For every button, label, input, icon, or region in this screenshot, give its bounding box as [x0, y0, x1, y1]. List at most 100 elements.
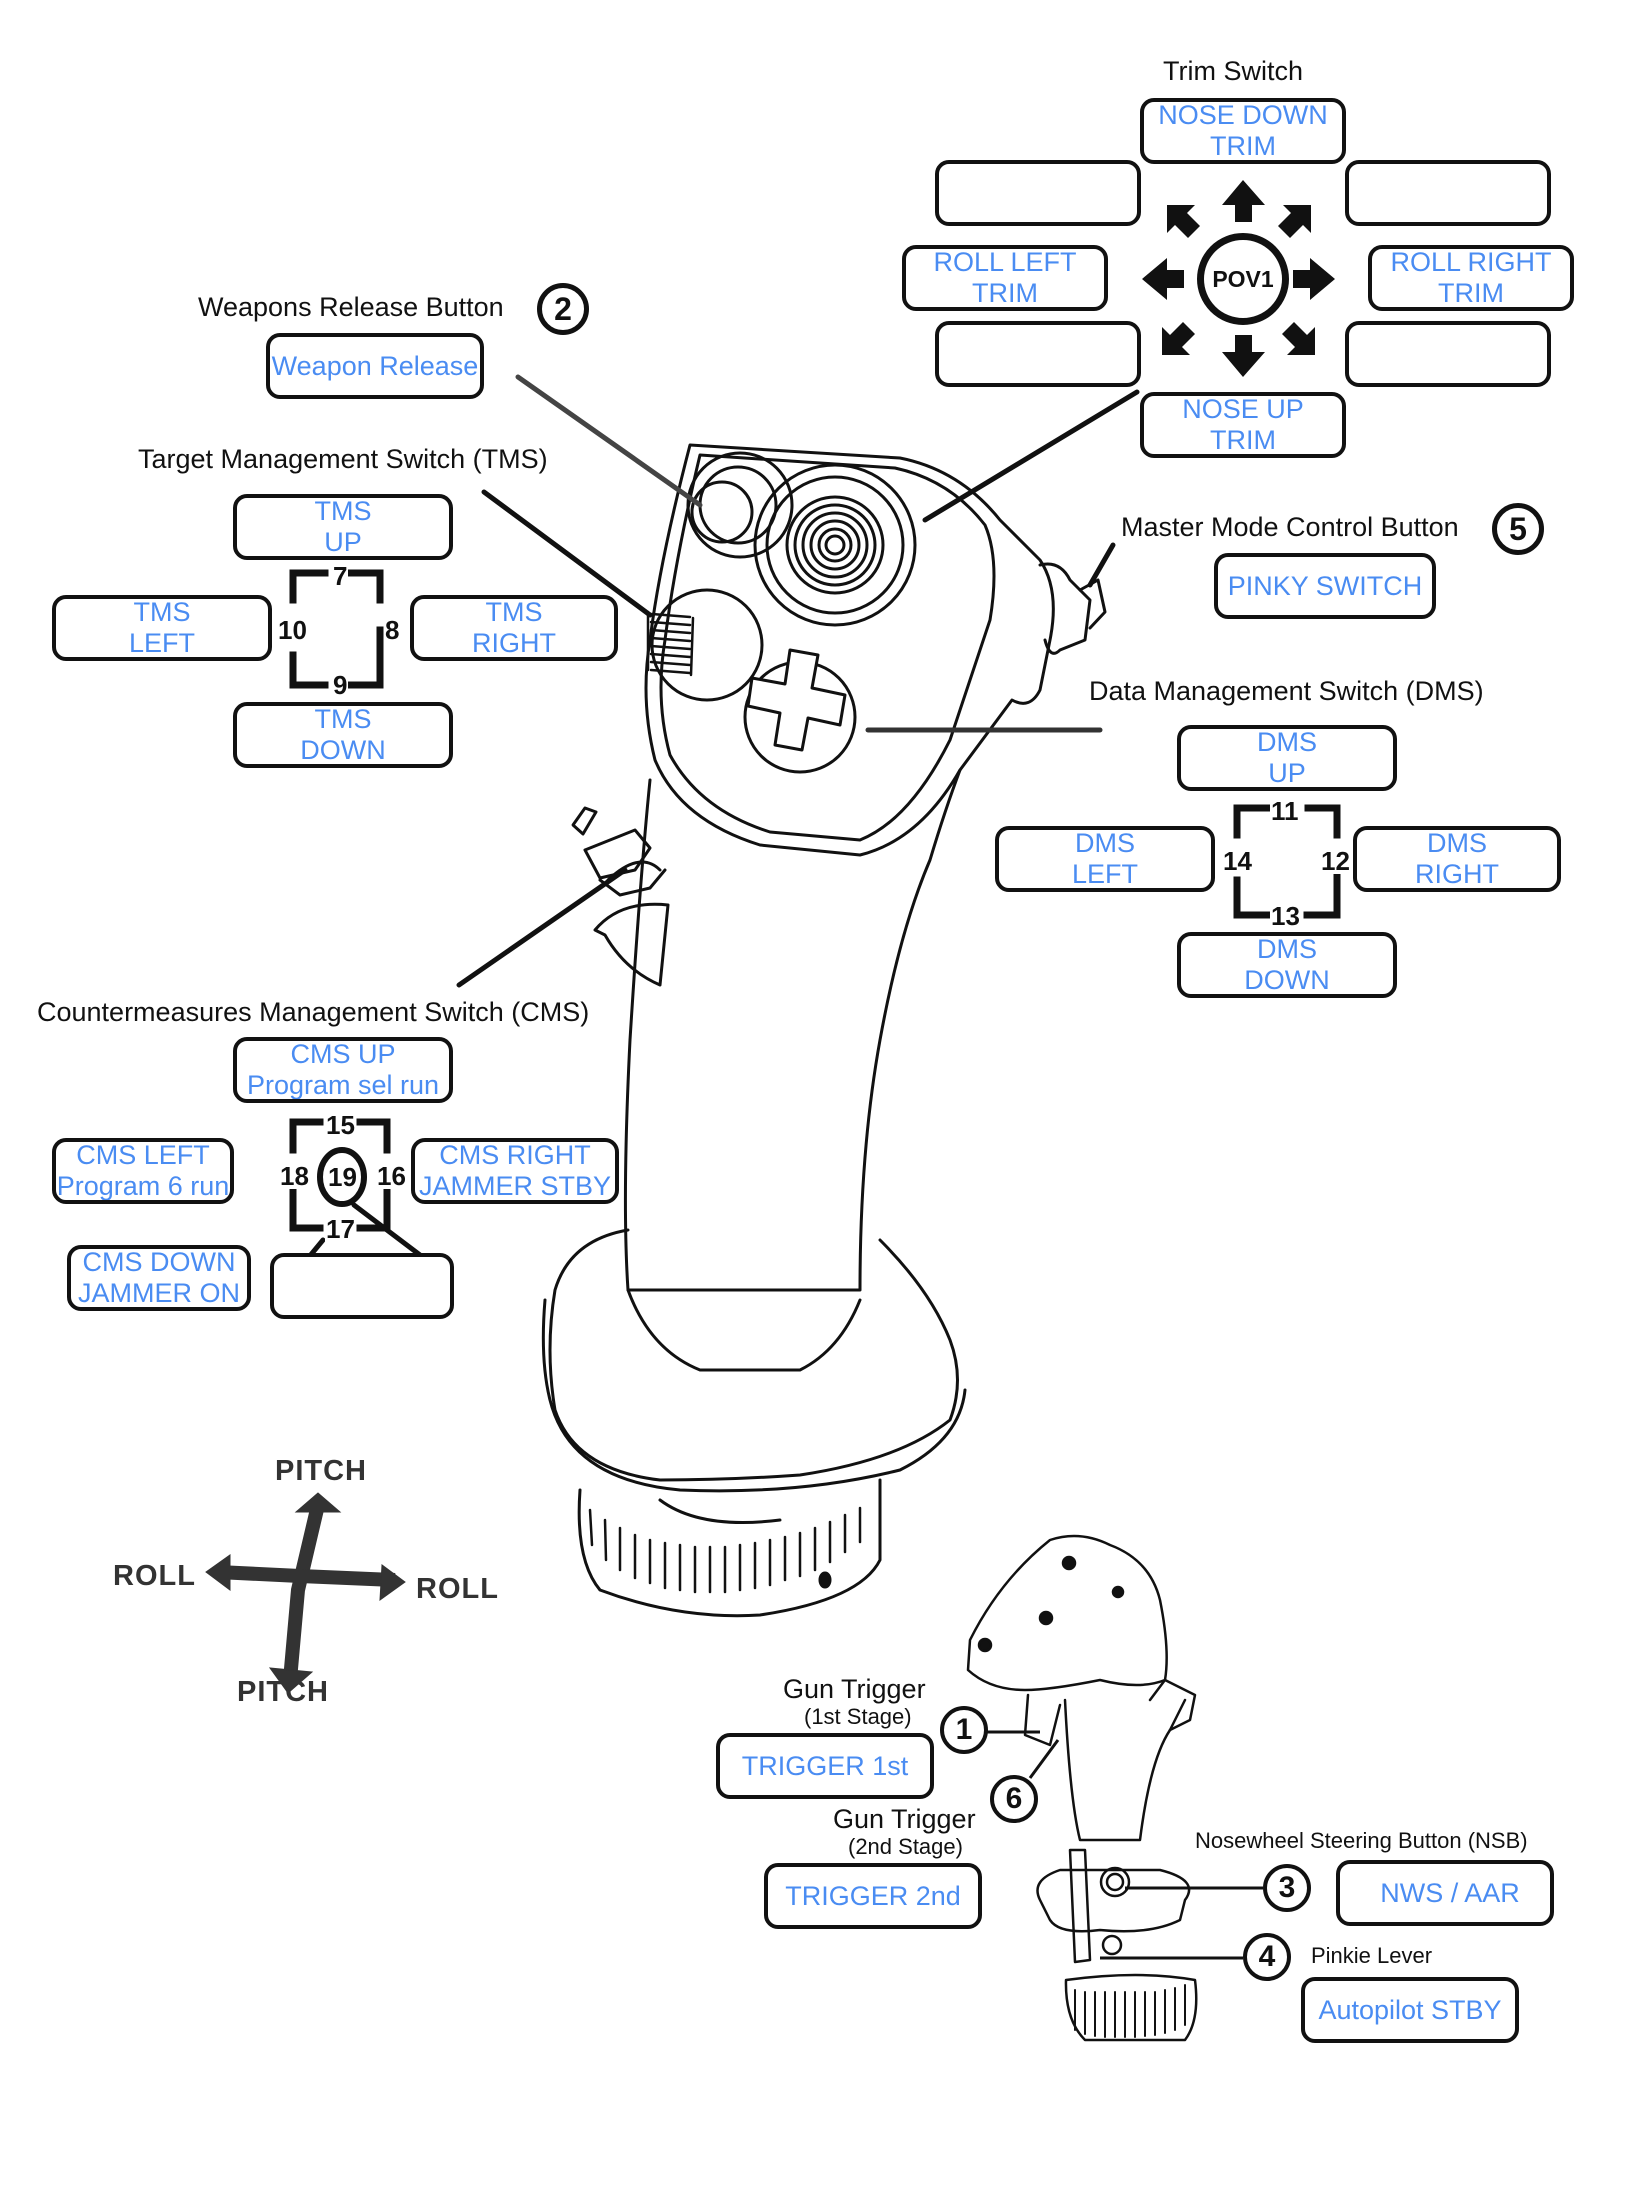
trim-left-box[interactable]: ROLL LEFT TRIM	[902, 245, 1108, 311]
knurled-ring	[588, 1506, 862, 1594]
tms-right-label-line2: RIGHT	[472, 628, 556, 658]
trim-up-label-line1: NOSE DOWN	[1158, 100, 1328, 130]
nsb-number-badge: 3	[1263, 1864, 1311, 1912]
weapons-release-number-badge: 2	[537, 283, 589, 335]
dms-up-box[interactable]: DMS UP	[1177, 725, 1397, 791]
dms-up-label-line2: UP	[1268, 758, 1306, 788]
cms-press-box[interactable]	[270, 1253, 454, 1319]
trigger2-subheading: (2nd Stage)	[848, 1834, 963, 1859]
dms-down-number: 13	[1270, 901, 1301, 931]
trigger1-number-badge: 1	[940, 1706, 988, 1754]
trim-up-label-line2: TRIM	[1210, 131, 1276, 161]
cms-right-box[interactable]: CMS RIGHT JAMMER STBY	[411, 1138, 619, 1204]
nsb-heading: Nosewheel Steering Button (NSB)	[1195, 1828, 1528, 1853]
leader-trim	[922, 389, 1140, 523]
trim-up-left-box[interactable]	[935, 160, 1141, 226]
pinky-switch-box[interactable]: PINKY SWITCH	[1214, 553, 1436, 619]
trim-right-box[interactable]: ROLL RIGHT TRIM	[1368, 245, 1574, 311]
nsb-label: NWS / AAR	[1380, 1877, 1520, 1908]
cms-down-box[interactable]: CMS DOWN JAMMER ON	[67, 1245, 251, 1311]
tms-left-number: 10	[277, 615, 308, 645]
master-mode-heading: Master Mode Control Button	[1121, 512, 1459, 542]
trigger1-subheading: (1st Stage)	[804, 1704, 912, 1729]
cms-press-number: 19	[328, 1162, 357, 1192]
trigger2-number-badge: 6	[990, 1775, 1038, 1823]
pov1-hat-icon: POV1	[1197, 233, 1289, 325]
trim-down-left-box[interactable]	[935, 321, 1141, 387]
dms-down-box[interactable]: DMS DOWN	[1177, 932, 1397, 998]
trigger2-heading: Gun Trigger	[833, 1804, 976, 1834]
trim-right-label-line2: TRIM	[1438, 278, 1504, 308]
cms-up-number: 15	[325, 1110, 356, 1140]
trigger1-box[interactable]: TRIGGER 1st	[716, 1733, 934, 1799]
cms-down-label-line2: JAMMER ON	[78, 1278, 240, 1308]
trigger2-label: TRIGGER 2nd	[785, 1880, 961, 1911]
dms-right-label-line1: DMS	[1427, 828, 1487, 858]
cms-up-label-line2: Program sel run	[246, 1070, 440, 1100]
tms-right-box[interactable]: TMS RIGHT	[410, 595, 618, 661]
pitch-roll-arrows	[205, 1492, 406, 1694]
trim-down-box[interactable]: NOSE UP TRIM	[1140, 392, 1346, 458]
pitch-bottom-label: PITCH	[237, 1676, 329, 1708]
cms-up-box[interactable]: CMS UP Program sel run	[233, 1037, 453, 1103]
leader-cms	[456, 867, 628, 988]
dms-right-box[interactable]: DMS RIGHT	[1353, 826, 1561, 892]
trim-left-label-line1: ROLL LEFT	[933, 247, 1077, 277]
trim-up-box[interactable]: NOSE DOWN TRIM	[1140, 98, 1346, 164]
weapons-release-label: Weapon Release	[271, 350, 479, 381]
tms-left-label-line1: TMS	[133, 597, 191, 627]
dms-down-label-line1: DMS	[1257, 934, 1317, 964]
tms-right-number: 8	[384, 615, 401, 645]
tms-down-box[interactable]: TMS DOWN	[233, 702, 453, 768]
weapons-release-heading: Weapons Release Button	[198, 292, 504, 322]
tms-up-number: 7	[332, 561, 349, 591]
trim-down-label-line1: NOSE UP	[1182, 394, 1304, 424]
dms-heading: Data Management Switch (DMS)	[1089, 676, 1484, 706]
tms-up-label-line2: UP	[324, 527, 362, 557]
cms-bracket	[289, 1118, 391, 1232]
roll-left-label: ROLL	[113, 1560, 196, 1592]
dms-up-number: 11	[1270, 796, 1300, 826]
trigger2-box[interactable]: TRIGGER 2nd	[764, 1863, 982, 1929]
autopilot-stby-box[interactable]: Autopilot STBY	[1301, 1977, 1519, 2043]
dms-left-box[interactable]: DMS LEFT	[995, 826, 1215, 892]
tms-right-label-line1: TMS	[485, 597, 543, 627]
pinkie-number-badge: 4	[1243, 1933, 1291, 1981]
cms-right-label-line1: CMS RIGHT	[439, 1140, 591, 1170]
leader-pinky	[1087, 542, 1116, 588]
trim-left-label-line2: TRIM	[972, 278, 1038, 308]
cms-hat-drawing	[571, 806, 667, 897]
dms-bracket	[1233, 804, 1341, 919]
cms-left-number: 18	[279, 1161, 310, 1191]
master-mode-number-badge: 5	[1492, 503, 1544, 555]
cms-left-box[interactable]: CMS LEFT Program 6 run	[52, 1138, 234, 1204]
trim-down-label-line2: TRIM	[1210, 425, 1276, 455]
arrow-upleft-icon	[1167, 205, 1200, 238]
small-joystick-drawing	[966, 1534, 1198, 2042]
dms-left-label-line1: DMS	[1075, 828, 1135, 858]
trim-switch-heading: Trim Switch	[1163, 56, 1303, 86]
tms-up-label-line1: TMS	[314, 496, 372, 526]
pov-arrows	[1142, 180, 1335, 377]
arrow-downleft-icon	[1162, 322, 1195, 355]
tms-down-number: 9	[332, 670, 349, 700]
nsb-box[interactable]: NWS / AAR	[1336, 1860, 1554, 1926]
trim-down-right-box[interactable]	[1345, 321, 1551, 387]
cms-down-number: 17	[325, 1214, 356, 1244]
trim-up-right-box[interactable]	[1345, 160, 1551, 226]
leader-weapon-release	[515, 374, 703, 508]
weapons-release-box[interactable]: Weapon Release	[266, 333, 484, 399]
cms-left-label-line1: CMS LEFT	[76, 1140, 210, 1170]
pitch-top-label: PITCH	[275, 1455, 367, 1487]
trim-hat-drawing	[753, 463, 917, 627]
tms-bracket	[289, 569, 384, 689]
tms-down-label-line1: TMS	[314, 704, 372, 734]
trigger1-heading: Gun Trigger	[783, 1674, 926, 1704]
tms-left-box[interactable]: TMS LEFT	[52, 595, 272, 661]
arrow-up-icon	[1222, 180, 1265, 222]
leader-trigger2	[1028, 1739, 1060, 1779]
arrow-left-icon	[1142, 258, 1184, 300]
tms-heading: Target Management Switch (TMS)	[138, 444, 548, 474]
tms-up-box[interactable]: TMS UP	[233, 494, 453, 560]
